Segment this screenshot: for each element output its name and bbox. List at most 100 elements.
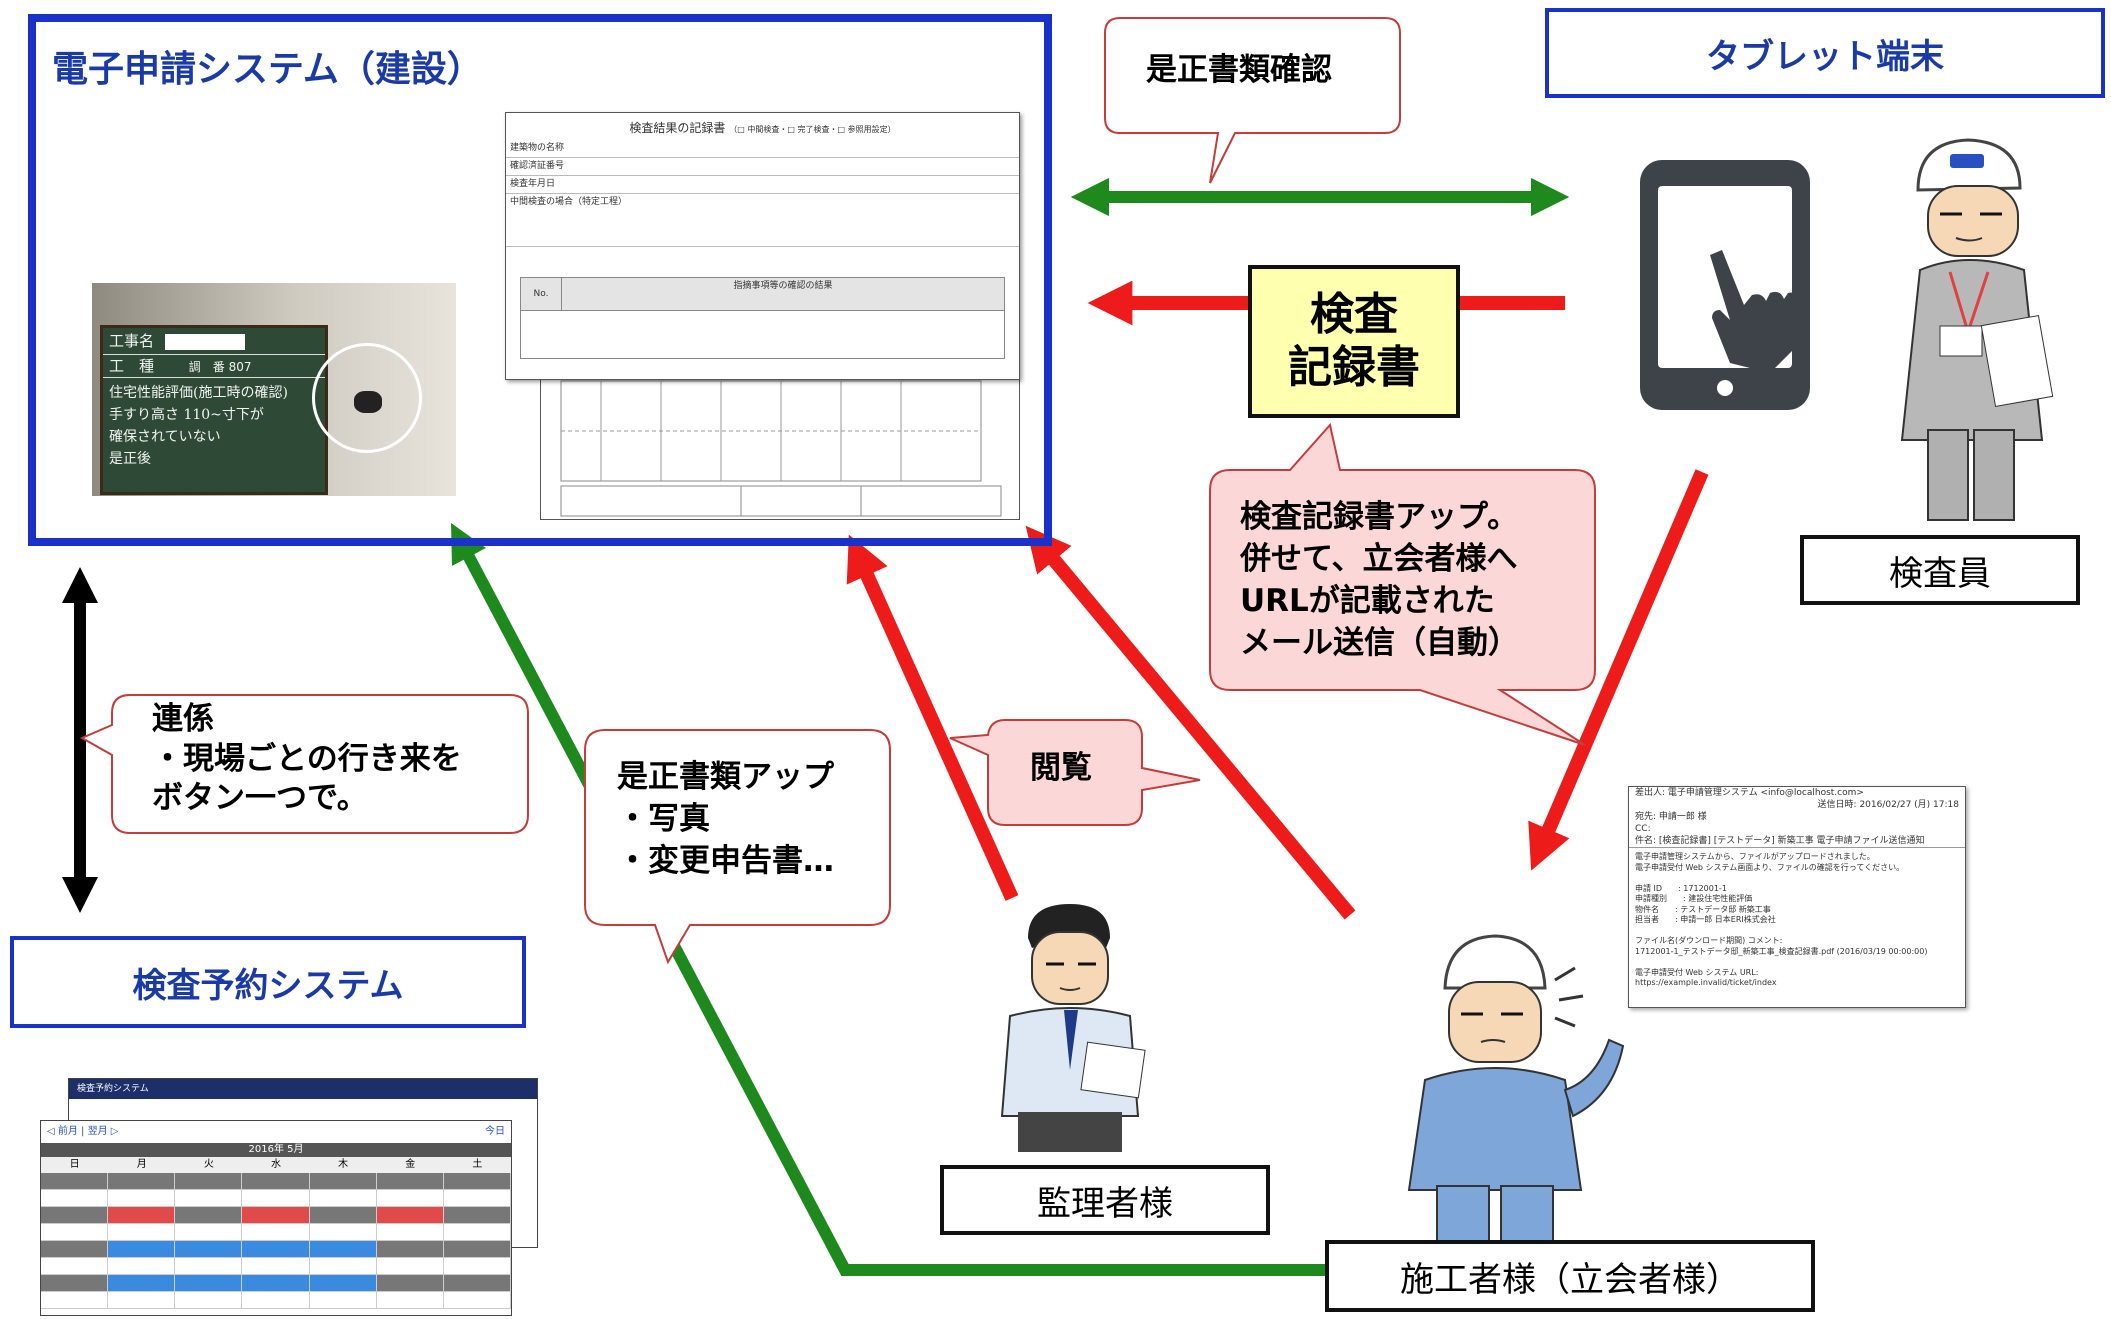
- calendar-grid: [41, 1173, 511, 1309]
- record-doc-checkboxes: （□ 中間検査・□ 完了検査・□ 参照用設定）: [729, 125, 896, 134]
- bubble-link: [79, 694, 529, 834]
- calendar-cell[interactable]: [175, 1275, 243, 1291]
- calendar-cell[interactable]: [309, 1224, 377, 1240]
- view-text: 閲覧: [1030, 750, 1092, 786]
- calendar-cell[interactable]: [443, 1224, 511, 1240]
- calendar-cell[interactable]: [242, 1207, 310, 1223]
- calendar-cell[interactable]: [175, 1224, 243, 1240]
- defect-shadow: [354, 391, 382, 413]
- calendar-cell[interactable]: [309, 1241, 377, 1257]
- calendar-cell[interactable]: [41, 1258, 109, 1274]
- calendar-cell[interactable]: [108, 1292, 176, 1308]
- blackboard: 工事名 工 種 調 番 807 住宅性能評価(施工時の確認) 手すり高さ 110…: [100, 325, 328, 495]
- calendar-cell[interactable]: [175, 1173, 243, 1189]
- reservation-calendar: ◁ 前月 | 翌月 ▷ 今日 2016年 5月 日月火水木金土: [40, 1120, 512, 1316]
- calendar-cell[interactable]: [175, 1207, 243, 1223]
- calendar-cell[interactable]: [41, 1173, 109, 1189]
- calendar-cell[interactable]: [41, 1275, 109, 1291]
- calendar-cell[interactable]: [376, 1292, 444, 1308]
- highlight-circle: [312, 343, 422, 453]
- calendar-cell[interactable]: [108, 1275, 176, 1291]
- calendar-cell[interactable]: [376, 1275, 444, 1291]
- tablet-label: タブレット端末: [1545, 8, 2105, 98]
- calendar-cell[interactable]: [175, 1258, 243, 1274]
- calendar-cell[interactable]: [175, 1292, 243, 1308]
- calendar-weekdays: 日月火水木金土: [41, 1157, 511, 1173]
- calendar-cell[interactable]: [376, 1258, 444, 1274]
- calendar-cell[interactable]: [41, 1207, 109, 1223]
- correction-upload-text: 是正書類アップ ・写真 ・変更申告書…: [617, 759, 834, 879]
- calendar-cell[interactable]: [108, 1173, 176, 1189]
- blackboard-handwriting: 住宅性能評価(施工時の確認) 手すり高さ 110~寸下が 確保されていない 是正…: [109, 385, 288, 467]
- calendar-cell[interactable]: [41, 1224, 109, 1240]
- calendar-cell[interactable]: [376, 1190, 444, 1206]
- calendar-cell[interactable]: [443, 1241, 511, 1257]
- calendar-cell[interactable]: [309, 1292, 377, 1308]
- calendar-cell[interactable]: [242, 1173, 310, 1189]
- calendar-cell[interactable]: [108, 1190, 176, 1206]
- mail-from: 差出人: 電子申請管理システム <info@localhost.com>: [1635, 788, 1864, 798]
- record-doc-table: No. 指摘事項等の確認の結果: [520, 277, 1005, 359]
- calendar-cell[interactable]: [41, 1190, 109, 1206]
- calendar-cell[interactable]: [443, 1258, 511, 1274]
- calendar-today[interactable]: 今日: [485, 1126, 505, 1137]
- blackboard-row2: 工 種: [109, 357, 155, 375]
- record-label-line1: 検査: [1310, 288, 1398, 340]
- calendar-cell[interactable]: [376, 1241, 444, 1257]
- calendar-cell[interactable]: [443, 1173, 511, 1189]
- calendar-cell[interactable]: [309, 1173, 377, 1189]
- correction-check-text: 是正書類確認: [1146, 52, 1332, 88]
- mail-cc: CC:: [1635, 824, 1651, 834]
- calendar-weekday: 火: [203, 1159, 214, 1170]
- calendar-cell[interactable]: [175, 1241, 243, 1257]
- calendar-cell[interactable]: [108, 1258, 176, 1274]
- record-doc-field-3: 中間検査の場合（特定工程）: [506, 194, 1019, 247]
- calendar-cell[interactable]: [309, 1258, 377, 1274]
- calendar-cell[interactable]: [376, 1173, 444, 1189]
- calendar-weekday: 月: [136, 1159, 147, 1170]
- calendar-weekday: 土: [472, 1159, 483, 1170]
- calendar-cell[interactable]: [242, 1241, 310, 1257]
- calendar-cell[interactable]: [108, 1241, 176, 1257]
- electronic-application-system: [28, 14, 1052, 546]
- bubble-correction-upload: [584, 729, 891, 965]
- calendar-cell[interactable]: [309, 1190, 377, 1206]
- mail-to: 宛先: 申請一郎 様: [1635, 812, 1707, 822]
- calendar-cell[interactable]: [242, 1275, 310, 1291]
- record-label-line2: 記録書: [1288, 341, 1420, 393]
- calendar-cell[interactable]: [242, 1224, 310, 1240]
- calendar-cell[interactable]: [376, 1207, 444, 1223]
- blackboard-row1: 工事名: [109, 332, 155, 350]
- calendar-cell[interactable]: [309, 1207, 377, 1223]
- calendar-cell[interactable]: [443, 1190, 511, 1206]
- reservation-system-label: 検査予約システム: [10, 936, 526, 1028]
- calendar-row: [41, 1190, 511, 1207]
- calendar-cell[interactable]: [309, 1275, 377, 1291]
- calendar-cell[interactable]: [242, 1190, 310, 1206]
- blackboard-extra: 調 番 807: [188, 360, 252, 374]
- calendar-row: [41, 1224, 511, 1241]
- reservation-topbar: 検査予約システム: [69, 1079, 537, 1099]
- mail-subject: 件名: [検査記録書] [テストデータ] 新築工事 電子申請ファイル送信通知: [1629, 835, 1965, 848]
- calendar-cell[interactable]: [443, 1275, 511, 1291]
- builder-view-arrow: [1025, 525, 1356, 920]
- calendar-cell[interactable]: [242, 1292, 310, 1308]
- calendar-cell[interactable]: [108, 1224, 176, 1240]
- mail-body: 電子申請管理システムから、ファイルがアップロードされました。 電子申請受付 We…: [1635, 852, 1928, 987]
- calendar-row: [41, 1275, 511, 1292]
- record-doc-field-2: 検査年月日: [506, 176, 1019, 194]
- calendar-cell[interactable]: [175, 1190, 243, 1206]
- calendar-cell[interactable]: [108, 1207, 176, 1223]
- inspector-label: 検査員: [1800, 535, 2080, 605]
- bubble-correction-check: [1104, 17, 1401, 184]
- calendar-cell[interactable]: [41, 1292, 109, 1308]
- calendar-row: [41, 1241, 511, 1258]
- calendar-nav[interactable]: ◁ 前月 | 翌月 ▷: [47, 1126, 119, 1137]
- calendar-cell[interactable]: [242, 1258, 310, 1274]
- calendar-month-header: 2016年 5月: [41, 1143, 511, 1157]
- calendar-cell[interactable]: [443, 1292, 511, 1308]
- record-doc-no-header: No.: [521, 278, 562, 310]
- calendar-cell[interactable]: [41, 1241, 109, 1257]
- calendar-cell[interactable]: [443, 1207, 511, 1223]
- calendar-cell[interactable]: [376, 1224, 444, 1240]
